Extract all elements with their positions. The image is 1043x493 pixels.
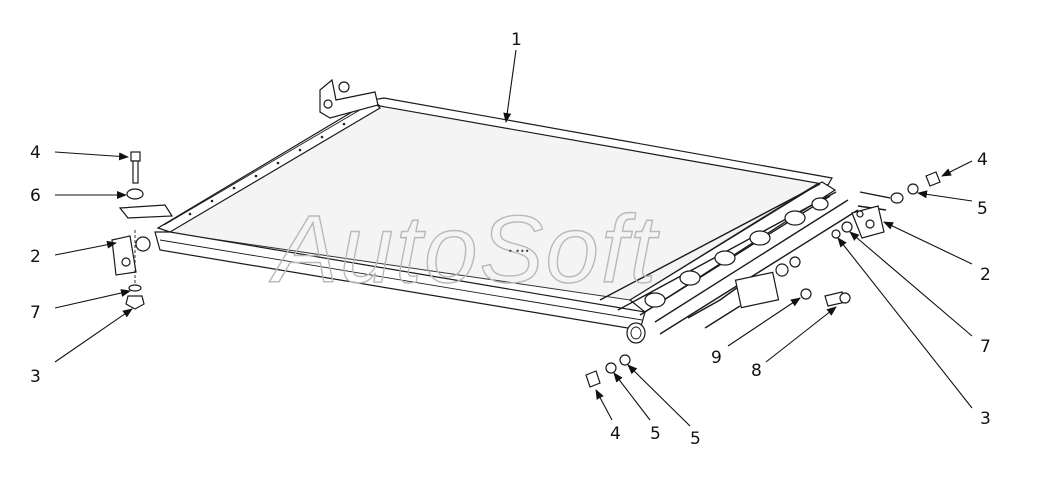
callout-6: 6 xyxy=(30,186,41,206)
rear-bracket xyxy=(319,78,379,119)
callout-9: 9 xyxy=(711,348,722,368)
leader-lines xyxy=(54,49,973,427)
callout-2: 2 xyxy=(30,247,41,267)
callout-5-bottom-b: 5 xyxy=(690,429,701,449)
callout-labels: 1 4 6 2 7 3 4 5 2 7 3 9 8 4 5 5 xyxy=(30,30,991,449)
callout-3-right: 3 xyxy=(980,409,991,429)
callout-4-right: 4 xyxy=(977,150,988,170)
nut-left xyxy=(125,295,145,310)
callout-8: 8 xyxy=(751,361,762,381)
hinge-block xyxy=(734,271,780,309)
tube-end xyxy=(626,322,646,344)
hardware-right xyxy=(831,171,941,239)
callout-4: 4 xyxy=(30,143,41,163)
washer-left xyxy=(126,188,144,200)
bolt-shank-left xyxy=(132,160,139,184)
hardware-left xyxy=(125,151,145,310)
callout-1: 1 xyxy=(511,30,522,50)
washer-bottom-1 xyxy=(605,362,617,374)
hardware-bottom xyxy=(585,288,851,388)
nut-right xyxy=(831,229,841,239)
bolt-head-left xyxy=(130,151,141,162)
frame-assembly xyxy=(111,78,904,344)
washer-9 xyxy=(800,288,812,300)
bolt-right-head xyxy=(925,171,941,187)
washer-bottom-2 xyxy=(619,354,631,366)
lock-washer-right xyxy=(841,221,853,233)
bolt-bottom-head xyxy=(585,370,601,388)
callout-5-bottom-a: 5 xyxy=(650,424,661,444)
callout-7: 7 xyxy=(30,303,41,323)
frame-front-rail xyxy=(154,231,646,331)
right-mechanism xyxy=(599,183,904,344)
watermark-text: AutoSoft xyxy=(269,196,660,303)
front-left-bracket xyxy=(111,204,174,276)
callout-7-right: 7 xyxy=(980,337,991,357)
washer-right xyxy=(907,183,919,195)
callout-2-right: 2 xyxy=(980,265,991,285)
frame-left-rail xyxy=(156,99,381,233)
frame-rear-rail xyxy=(370,97,833,186)
lock-washer-left xyxy=(128,284,142,292)
svg-text:• •••: • ••• xyxy=(508,247,529,256)
rail-holes xyxy=(188,122,346,216)
callout-5-right: 5 xyxy=(977,199,988,219)
callout-4-bottom: 4 xyxy=(610,424,621,444)
callout-3: 3 xyxy=(30,367,41,387)
